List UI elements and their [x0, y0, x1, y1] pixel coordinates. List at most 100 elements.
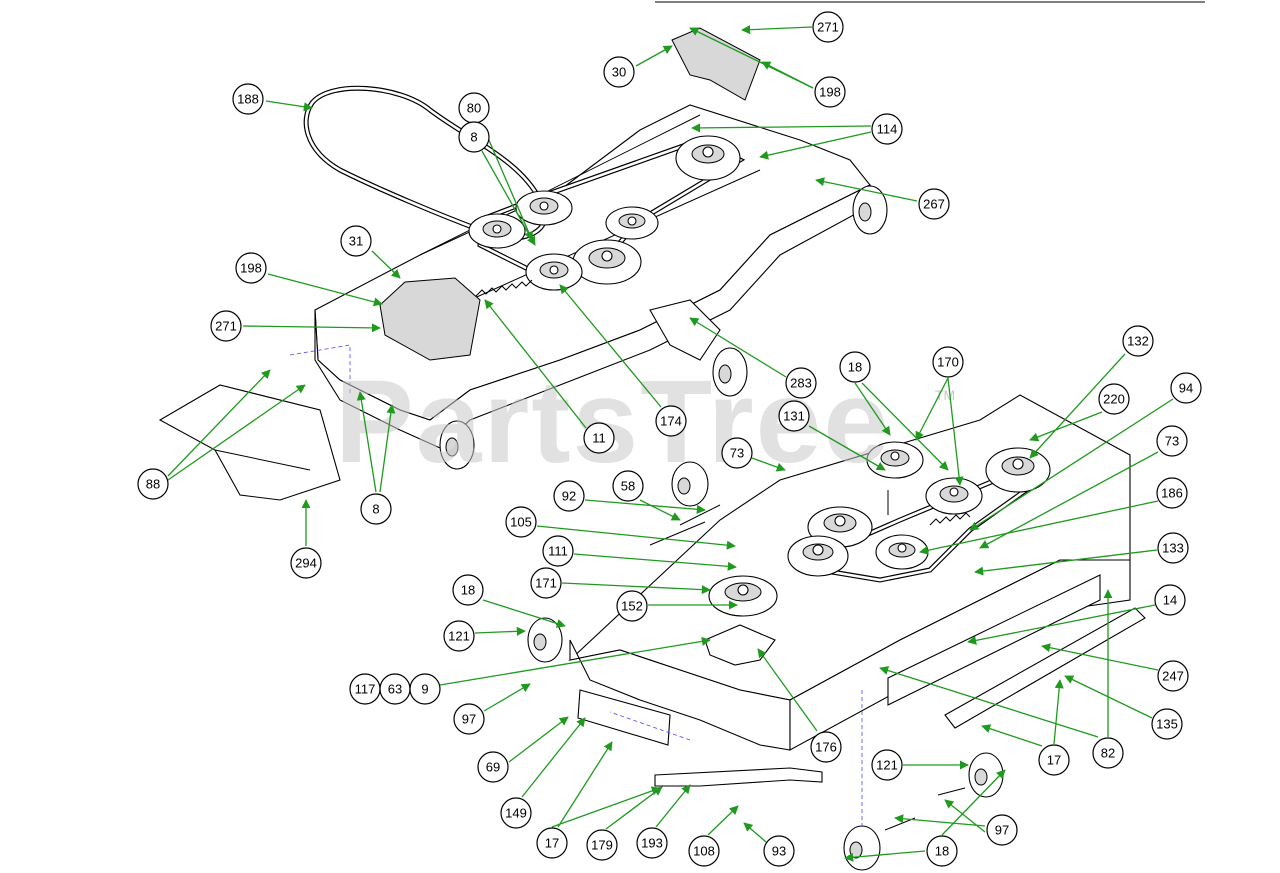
leader-c198b: [267, 273, 383, 307]
callout-c82[interactable]: 82: [1092, 737, 1124, 769]
callout-c135[interactable]: 135: [1151, 708, 1183, 740]
callout-c176[interactable]: 176: [810, 731, 842, 763]
callout-label: 283: [790, 376, 812, 391]
callout-c63[interactable]: 63: [379, 673, 411, 705]
callout-c131[interactable]: 131: [778, 400, 810, 432]
pulley-upper-3: [605, 206, 659, 240]
callout-c198a[interactable]: 198: [814, 76, 846, 108]
callout-c9[interactable]: 9: [409, 673, 441, 705]
callout-bubble: [500, 797, 532, 829]
callout-label: 88: [146, 477, 160, 492]
callout-c18c[interactable]: 18: [926, 835, 958, 867]
baffle-135: [887, 574, 1101, 706]
leader-c97a: [483, 683, 531, 712]
callout-c267[interactable]: 267: [918, 188, 950, 220]
callout-c92[interactable]: 92: [553, 480, 585, 512]
callout-bubble: [616, 590, 648, 622]
leader-c267: [815, 177, 918, 202]
callout-bubble: [1170, 372, 1202, 404]
callout-c88[interactable]: 88: [137, 468, 169, 500]
callout-c31[interactable]: 31: [340, 225, 372, 257]
leader-c271a: [741, 25, 813, 35]
callout-bubble: [603, 56, 635, 88]
leader-c171: [561, 582, 711, 595]
lower-wheel-121c: [843, 825, 881, 871]
leader-c271b: [242, 323, 381, 333]
callout-c114[interactable]: 114: [871, 113, 903, 145]
callouts: 2713019818880114826731198271283174118882…: [137, 11, 1202, 867]
callout-label: 31: [349, 234, 363, 249]
callout-c94[interactable]: 94: [1170, 372, 1202, 404]
callout-label: 82: [1101, 746, 1115, 761]
callout-c283[interactable]: 283: [785, 367, 817, 399]
callout-c220[interactable]: 220: [1098, 383, 1130, 415]
callout-c271b[interactable]: 271: [210, 310, 242, 342]
callout-bubble: [542, 535, 574, 567]
callout-c8b[interactable]: 8: [360, 493, 392, 525]
callout-c97b[interactable]: 97: [986, 814, 1018, 846]
callout-c179[interactable]: 179: [586, 829, 618, 861]
callout-c294[interactable]: 294: [290, 547, 322, 579]
callout-c80[interactable]: 80: [458, 92, 490, 124]
callout-c73a[interactable]: 73: [721, 437, 753, 469]
callout-c18a[interactable]: 18: [839, 351, 871, 383]
callout-c97a[interactable]: 97: [453, 703, 485, 735]
callout-c271a[interactable]: 271: [812, 11, 844, 43]
callout-label: 133: [1162, 541, 1184, 556]
callout-c121a[interactable]: 121: [443, 620, 475, 652]
callout-label: 198: [240, 261, 262, 276]
callout-c14[interactable]: 14: [1154, 584, 1186, 616]
callout-label: 105: [510, 515, 532, 530]
belt-cover-30: [671, 27, 761, 101]
callout-c8a[interactable]: 8: [458, 121, 490, 153]
leader-c17a: [981, 724, 1043, 747]
callout-c133[interactable]: 133: [1157, 532, 1189, 564]
callout-c111[interactable]: 111: [542, 535, 574, 567]
leader-c69: [508, 716, 569, 763]
callout-c18b[interactable]: 18: [452, 574, 484, 606]
leader-c30: [635, 45, 673, 67]
discharge-chute-294: [158, 384, 341, 501]
leader-c9: [439, 636, 711, 686]
callout-c17a[interactable]: 17: [1038, 744, 1070, 776]
callout-c152[interactable]: 152: [616, 590, 648, 622]
leader-c17a-8: [1053, 679, 1064, 745]
leader-c170-6: [915, 377, 949, 441]
callout-c170[interactable]: 170: [932, 346, 964, 378]
leader-c8a: [481, 150, 536, 246]
callout-c93[interactable]: 93: [763, 835, 795, 867]
callout-c188[interactable]: 188: [232, 83, 264, 115]
callout-c186[interactable]: 186: [1156, 477, 1188, 509]
callout-c105[interactable]: 105: [505, 506, 537, 538]
callout-bubble: [812, 11, 844, 43]
callout-c69[interactable]: 69: [477, 751, 509, 783]
callout-c58[interactable]: 58: [612, 470, 644, 502]
callout-c132[interactable]: 132: [1122, 325, 1154, 357]
callout-c117[interactable]: 117: [349, 673, 381, 705]
callout-c17b[interactable]: 17: [536, 827, 568, 859]
pulley-lower-171: [708, 575, 778, 617]
callout-c174[interactable]: 174: [655, 405, 687, 437]
leader-c18c: [844, 850, 926, 862]
callout-c247[interactable]: 247: [1157, 660, 1189, 692]
bracket-149: [577, 689, 671, 746]
callout-c198b[interactable]: 198: [235, 252, 267, 284]
leader-c18a-5: [861, 382, 949, 471]
callout-c11[interactable]: 11: [583, 422, 615, 454]
callout-bubble: [810, 731, 842, 763]
callout-label: 18: [461, 583, 475, 598]
callout-label: 111: [548, 544, 568, 559]
callout-c149[interactable]: 149: [500, 797, 532, 829]
lower-wheel-121b: [968, 752, 1004, 798]
callout-c171[interactable]: 171: [530, 567, 562, 599]
callout-label: 170: [937, 355, 959, 370]
callout-c121b[interactable]: 121: [871, 749, 903, 781]
callout-c193[interactable]: 193: [636, 827, 668, 859]
callout-bubble: [932, 346, 964, 378]
callout-c108[interactable]: 108: [688, 835, 720, 867]
callout-label: 131: [783, 409, 805, 424]
callout-c30[interactable]: 30: [603, 56, 635, 88]
callout-label: 247: [1162, 669, 1184, 684]
callout-c73b[interactable]: 73: [1156, 425, 1188, 457]
